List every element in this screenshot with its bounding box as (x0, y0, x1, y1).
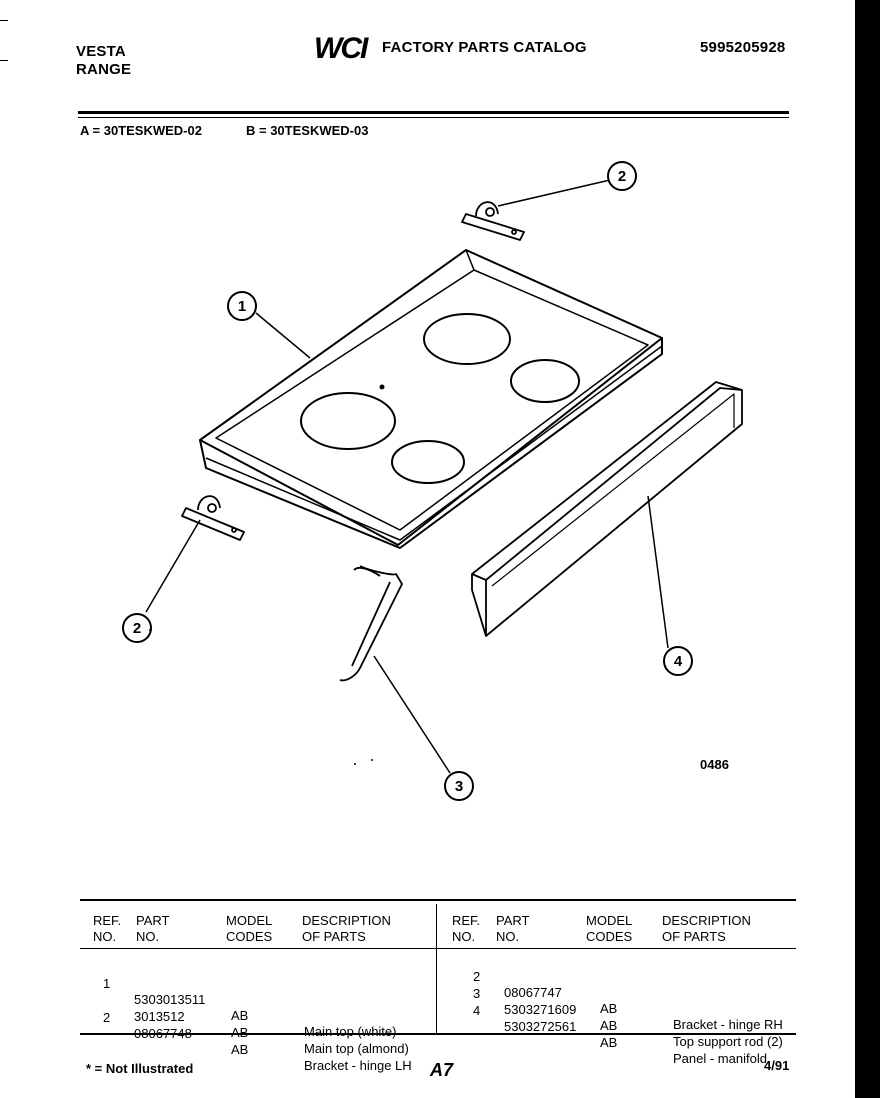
header-ref: REF.NO. (452, 913, 481, 944)
callout-1: 1 (238, 298, 246, 315)
hinge-bracket-rh (461, 201, 525, 241)
scan-mark (0, 20, 8, 21)
table-row: 1 5303013511 AB Main top (white) (103, 976, 397, 1039)
top-support-rod (339, 565, 403, 682)
burner-opening (300, 392, 396, 450)
page-number: A7 (430, 1060, 454, 1080)
callout-3: 3 (455, 778, 463, 795)
table-row: 3 5303271609 AB Top support rod (2) (473, 986, 783, 1049)
burner-opening (391, 440, 465, 484)
footnote-not-illustrated: * = Not Illustrated (86, 1061, 194, 1076)
table-bottom-rule (80, 1033, 796, 1035)
table-row: 3013512 AB Main top (almond) (134, 1009, 409, 1056)
table-row: 4 5303272561 AB Panel - manifold (473, 1003, 767, 1066)
callout-4: 4 (674, 653, 683, 670)
svg-text:WCI: WCI (314, 32, 369, 62)
table-row: 2 08067748 AB Bracket - hinge LH (103, 1010, 412, 1073)
callout-2-left: 2 (133, 620, 141, 637)
callout-2-top: 2 (618, 168, 626, 185)
exploded-parts-diagram: 1 2 2 3 4 (122, 161, 743, 801)
burner-opening (423, 313, 511, 365)
table-header-rule (80, 948, 796, 949)
table-column-divider (436, 904, 437, 1034)
burner-opening (510, 359, 580, 403)
scan-mark (0, 60, 8, 61)
hinge-bracket-lh (181, 495, 245, 541)
manifold-panel (471, 381, 743, 637)
table-row: 2 08067747 AB Bracket - hinge RH (473, 969, 783, 1032)
catalog-number: 5995205928 (700, 39, 786, 56)
product-label: RANGE (76, 61, 132, 78)
table-top-rule (80, 899, 796, 901)
catalog-title: FACTORY PARTS CATALOG (382, 39, 587, 56)
page-edge-bar (855, 0, 880, 1098)
header-ref: REF.NO. (93, 913, 122, 944)
model-b-label: B = 30TESKWED-03 (246, 123, 369, 138)
issue-date: 4/91 (764, 1058, 790, 1073)
header-rule-thin (78, 117, 789, 118)
brand-label: VESTA (76, 43, 126, 60)
wci-logo: WCI (314, 32, 371, 62)
model-a-label: A = 30TESKWED-02 (80, 123, 202, 138)
main-top-part (199, 249, 663, 549)
header-rule-thick (78, 111, 789, 114)
figure-number: 0486 (700, 757, 729, 772)
